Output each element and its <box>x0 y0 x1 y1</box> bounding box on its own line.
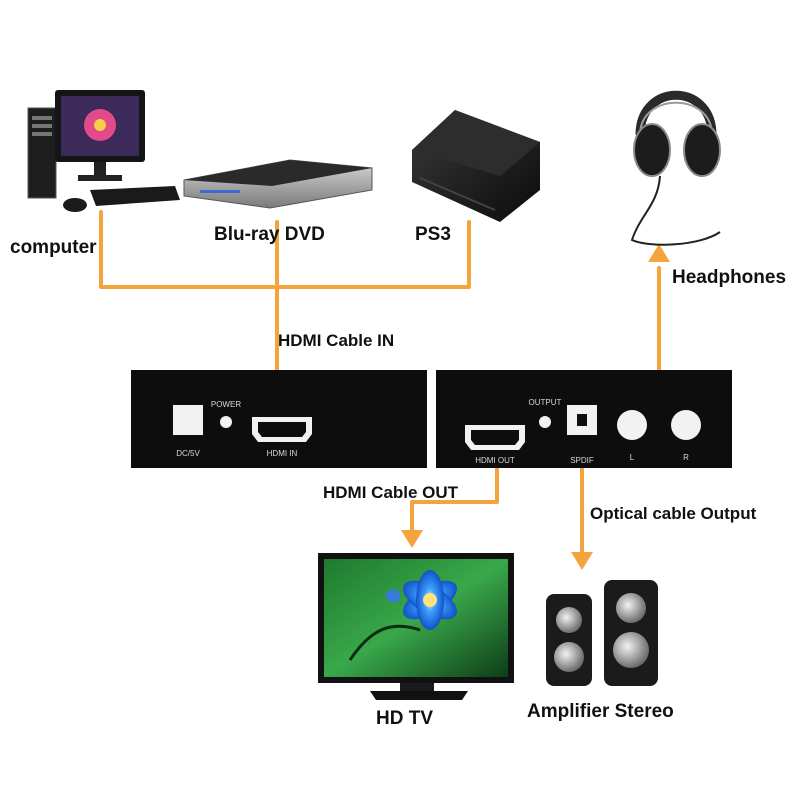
bluray-label: Blu-ray DVD <box>214 224 325 245</box>
arrow-headphones <box>648 244 670 262</box>
power-led <box>220 416 232 428</box>
ps3-console-icon <box>412 110 540 222</box>
bluray-player-icon <box>183 159 373 209</box>
left-label: L <box>630 453 635 462</box>
dc-power-jack <box>173 405 203 435</box>
arrow-tv <box>401 530 423 548</box>
hdmi-cable-in-label: HDMI Cable IN <box>278 331 395 350</box>
headphones-label: Headphones <box>672 267 787 288</box>
hd-tv-label: HD TV <box>376 708 433 729</box>
ps3-label: PS3 <box>415 224 451 245</box>
speaker-left <box>546 594 592 686</box>
power-label: POWER <box>211 400 241 409</box>
tv-flower-image <box>348 570 457 661</box>
hdmi-in-label: HDMI IN <box>267 449 298 458</box>
dc-label: DC/5V <box>176 449 200 458</box>
hd-tv-icon <box>318 553 514 700</box>
output-label: OUTPUT <box>529 398 562 407</box>
audio-right-jack <box>671 410 701 440</box>
receiver-panel-left <box>131 370 427 468</box>
right-label: R <box>683 453 689 462</box>
hdmi-cable-out-label: HDMI Cable OUT <box>323 483 459 502</box>
audio-left-jack <box>617 410 647 440</box>
speakers-icon <box>546 580 658 686</box>
headphones-icon <box>630 90 721 246</box>
output-led <box>539 416 551 428</box>
hdmi-out-label: HDMI OUT <box>475 456 515 465</box>
spdif-label: SPDIF <box>570 456 594 465</box>
computer-icon <box>27 90 180 212</box>
speaker-right <box>604 580 658 686</box>
receiver-panel-right <box>436 370 732 468</box>
optical-cable-label: Optical cable Output <box>590 504 757 523</box>
computer-label: computer <box>10 237 97 258</box>
arrow-speakers <box>571 552 593 570</box>
cable-computer <box>99 210 471 289</box>
panel-labels: DC/5V POWER HDMI IN OUTPUT HDMI OUT SPDI… <box>176 398 689 465</box>
amplifier-stereo-label: Amplifier Stereo <box>527 701 674 722</box>
cable-hdmi-out <box>410 448 499 537</box>
